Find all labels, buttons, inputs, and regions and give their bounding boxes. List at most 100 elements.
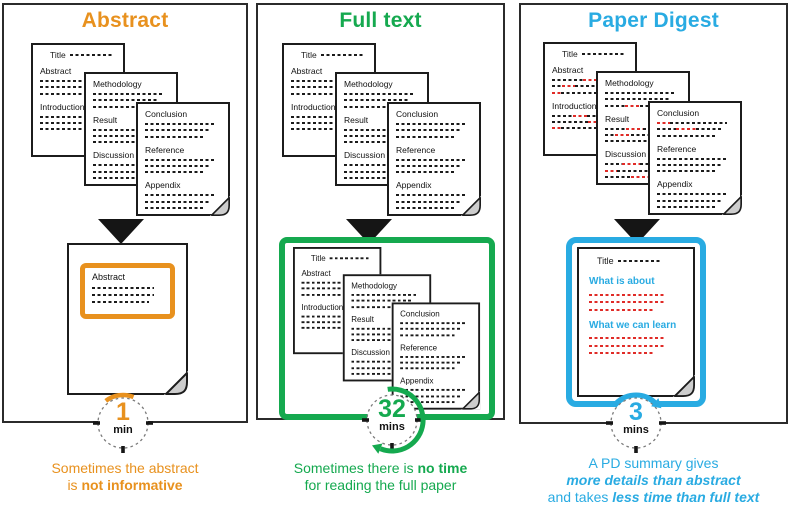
section-label: Discussion bbox=[344, 150, 386, 161]
text-line bbox=[605, 175, 631, 178]
dashed-line bbox=[344, 105, 402, 108]
timer-unit: mins bbox=[623, 424, 649, 436]
caption-line: and takes less time than full text bbox=[519, 489, 788, 506]
text-line bbox=[400, 361, 461, 364]
text-line bbox=[301, 293, 356, 296]
dashed-line bbox=[344, 128, 414, 131]
text-line bbox=[657, 128, 677, 131]
dashed-line bbox=[605, 140, 663, 143]
text-line bbox=[605, 133, 615, 136]
highlighted-text-line bbox=[625, 127, 644, 130]
doc-title-label: Title bbox=[50, 50, 66, 60]
text-line bbox=[301, 281, 368, 284]
text-line bbox=[344, 105, 402, 108]
text-line bbox=[40, 115, 110, 118]
dashed-line bbox=[400, 400, 455, 403]
caption-text: A PD summary gives bbox=[588, 455, 719, 471]
dashed-line bbox=[93, 99, 158, 102]
text-line bbox=[344, 93, 414, 96]
text-line bbox=[560, 91, 610, 94]
section-label: Abstract bbox=[92, 272, 126, 282]
dashed-line bbox=[344, 170, 409, 173]
section-label: Abstract bbox=[552, 65, 584, 75]
dashed-line bbox=[93, 141, 151, 144]
section-label: Appendix bbox=[400, 375, 434, 386]
caption-text: for reading the full paper bbox=[304, 477, 457, 493]
highlighted-text-line bbox=[589, 308, 655, 311]
dashed-line bbox=[145, 200, 210, 203]
column-title: Paper Digest bbox=[588, 9, 719, 32]
text-line bbox=[351, 366, 412, 369]
dashed-line bbox=[400, 328, 461, 331]
dashed-line bbox=[291, 80, 361, 83]
doc-section: Reference bbox=[657, 144, 733, 173]
caption-text: not informative bbox=[81, 477, 183, 493]
dashed-line bbox=[657, 122, 727, 125]
highlighted-text-line bbox=[561, 85, 575, 88]
dashed-line bbox=[400, 322, 466, 325]
text-line bbox=[93, 93, 163, 96]
column-title: Full text bbox=[339, 9, 422, 32]
dashed-line bbox=[40, 128, 98, 131]
text-line bbox=[93, 128, 163, 131]
dashed-line bbox=[396, 135, 454, 138]
dashed-line bbox=[301, 287, 363, 290]
doc-section: Abstract bbox=[291, 66, 367, 95]
text-line bbox=[344, 128, 414, 131]
fold-corner-icon bbox=[164, 371, 188, 395]
dashed-line bbox=[93, 176, 151, 179]
section-label: Introduction bbox=[301, 302, 344, 312]
dashed-line bbox=[93, 105, 151, 108]
dashed-line bbox=[657, 128, 722, 131]
section-label: Conclusion bbox=[396, 109, 439, 119]
section-label: Discussion bbox=[93, 150, 135, 161]
doc-section: Introduction bbox=[40, 102, 116, 131]
dashed-line bbox=[351, 366, 412, 369]
text-line bbox=[351, 333, 412, 336]
doc-section: Conclusion bbox=[400, 309, 471, 336]
dashed-line bbox=[351, 294, 417, 297]
text-line bbox=[93, 141, 151, 144]
dashed-line bbox=[657, 205, 715, 208]
text-line bbox=[93, 99, 158, 102]
dashed-line bbox=[351, 361, 417, 363]
fold-corner-icon bbox=[210, 196, 230, 216]
section-label: Conclusion bbox=[657, 108, 700, 118]
section-label: Result bbox=[344, 114, 369, 125]
arc-arrowhead-icon bbox=[651, 398, 662, 409]
dashed-line bbox=[291, 121, 356, 124]
section-label: Reference bbox=[145, 144, 185, 155]
text-line bbox=[695, 128, 722, 131]
dashed-line bbox=[396, 158, 466, 161]
text-line bbox=[145, 171, 203, 174]
dashed-line bbox=[589, 293, 667, 296]
clock-face-icon bbox=[93, 392, 153, 453]
highlighted-text-line bbox=[552, 91, 561, 94]
doc-title-label: Title bbox=[597, 256, 614, 266]
highlighted-text-line bbox=[676, 128, 696, 131]
section-label: Abstract bbox=[301, 268, 331, 279]
dashed-line bbox=[40, 92, 98, 95]
dashed-line bbox=[657, 170, 715, 173]
section-label: Appendix bbox=[396, 180, 432, 191]
text-line bbox=[344, 134, 409, 137]
doc-section: Discussion bbox=[344, 150, 420, 179]
dashed-line bbox=[351, 372, 406, 375]
doc-section: Conclusion bbox=[657, 108, 733, 137]
dashed-line bbox=[344, 134, 409, 137]
text-line bbox=[400, 400, 455, 403]
timer-unit: min bbox=[113, 424, 133, 436]
caption-line: for reading the full paper bbox=[256, 477, 505, 494]
dashed-line bbox=[301, 281, 368, 284]
dashed-line bbox=[552, 91, 610, 94]
highlighted-text-line bbox=[583, 79, 598, 82]
text-line bbox=[344, 170, 409, 173]
text-line bbox=[396, 135, 454, 138]
doc-section: Reference bbox=[396, 145, 472, 174]
fold-corner-icon bbox=[461, 390, 481, 410]
section-label: Discussion bbox=[605, 149, 647, 160]
